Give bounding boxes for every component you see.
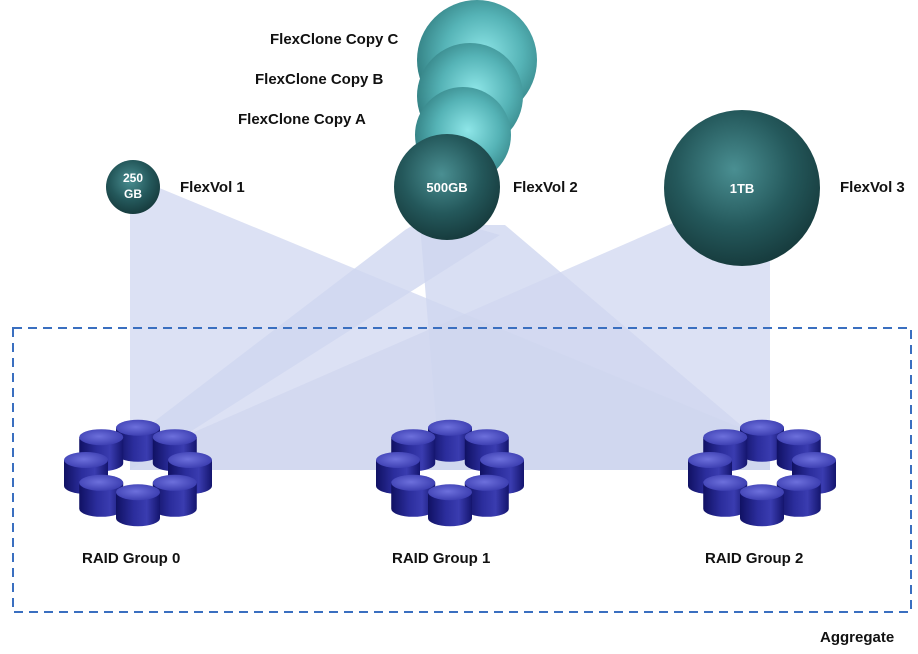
beam-flexvol2-left	[130, 215, 500, 470]
disk-cylinder-icon	[79, 474, 124, 517]
raid-group-0	[64, 419, 212, 527]
beam-flexvol2-right	[420, 225, 770, 470]
flexvol-1-size-line2: GB	[124, 187, 142, 201]
disk-cylinder-icon	[428, 419, 472, 462]
raid-group-2-label: RAID Group 2	[705, 550, 803, 567]
raid-group-0-label: RAID Group 0	[82, 550, 180, 567]
disk-cylinder-icon	[116, 484, 160, 527]
flexvol-2-label: FlexVol 2	[513, 179, 578, 196]
beam-flexvol1	[130, 180, 770, 470]
disk-cylinder-icon	[740, 419, 784, 462]
aggregate-border	[12, 327, 912, 613]
volume-projection-beams	[130, 180, 770, 470]
flexvol-1-label: FlexVol 1	[180, 179, 245, 196]
disk-cylinder-icon	[391, 474, 436, 517]
flexvol-3-sphere	[664, 110, 820, 266]
flexvol-1-size-line1: 250	[123, 171, 143, 185]
flexvol-3-label: FlexVol 3	[840, 179, 905, 196]
flexclone-copy-b-label: FlexClone Copy B	[255, 71, 384, 88]
disk-cylinder-icon	[428, 484, 472, 527]
flexclone-copy-a-label: FlexClone Copy A	[238, 111, 366, 128]
raid-group-2	[688, 419, 836, 527]
aggregate-label: Aggregate	[820, 629, 894, 646]
raid-group-1-label: RAID Group 1	[392, 550, 490, 567]
flexvol-2-sphere	[394, 134, 500, 240]
disk-cylinder-icon	[464, 474, 509, 517]
flexvol-3-size: 1TB	[730, 181, 755, 196]
disk-cylinder-icon	[740, 484, 784, 527]
disk-cylinder-icon	[116, 419, 160, 462]
flexvol-1-sphere	[106, 160, 160, 214]
flexvol-2-size: 500GB	[426, 180, 467, 195]
raid-group-1	[376, 419, 524, 527]
flexclone-copy-c-label: FlexClone Copy C	[270, 31, 399, 48]
disk-cylinder-icon	[776, 474, 821, 517]
disk-cylinder-icon	[703, 474, 748, 517]
disk-cylinder-icon	[152, 474, 197, 517]
beam-flexvol3	[130, 220, 770, 470]
